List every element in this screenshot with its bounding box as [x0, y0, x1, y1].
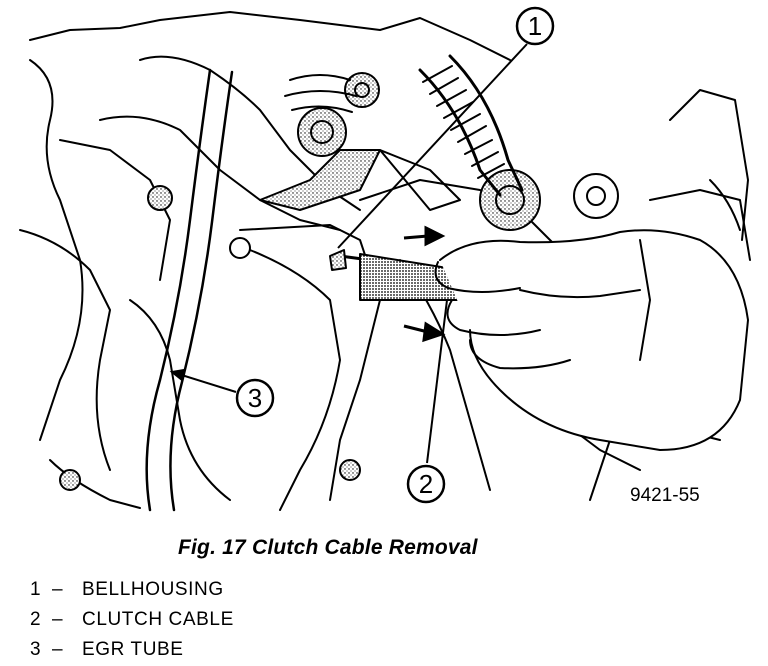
legend-number: 2 — [30, 609, 42, 630]
legend-number: 3 — [30, 639, 42, 660]
legend-separator: – — [52, 639, 64, 660]
svg-text:2: 2 — [419, 469, 433, 499]
callout-1: 1 — [515, 6, 555, 46]
callout-3: 3 — [235, 378, 275, 418]
motion-arrow — [403, 225, 446, 247]
motion-arrow — [403, 321, 446, 343]
legend-label: CLUTCH CABLE — [82, 609, 234, 630]
callout-2-leader — [426, 299, 448, 464]
legend-separator: – — [52, 609, 64, 630]
figure-number: 9421-55 — [630, 485, 700, 506]
legend-separator: – — [52, 579, 64, 600]
figure-caption: Fig. 17 Clutch Cable Removal — [178, 536, 478, 559]
svg-text:3: 3 — [248, 383, 262, 413]
svg-text:1: 1 — [528, 11, 542, 41]
legend-number: 1 — [30, 579, 42, 600]
callout-1-leader — [337, 43, 528, 249]
legend-item-bellhousing: 1–BELLHOUSING — [30, 576, 234, 606]
legend-label: EGR TUBE — [82, 639, 184, 660]
clutch-cable-illustration: 1 2 3 9421-55 — [19, 6, 751, 512]
legend-list: 1–BELLHOUSING 2–CLUTCH CABLE 3–EGR TUBE — [30, 576, 234, 666]
legend-item-clutch-cable: 2–CLUTCH CABLE — [30, 606, 234, 636]
legend-item-egr-tube: 3–EGR TUBE — [30, 636, 234, 666]
legend-label: BELLHOUSING — [82, 579, 224, 600]
callout-2: 2 — [406, 464, 446, 504]
